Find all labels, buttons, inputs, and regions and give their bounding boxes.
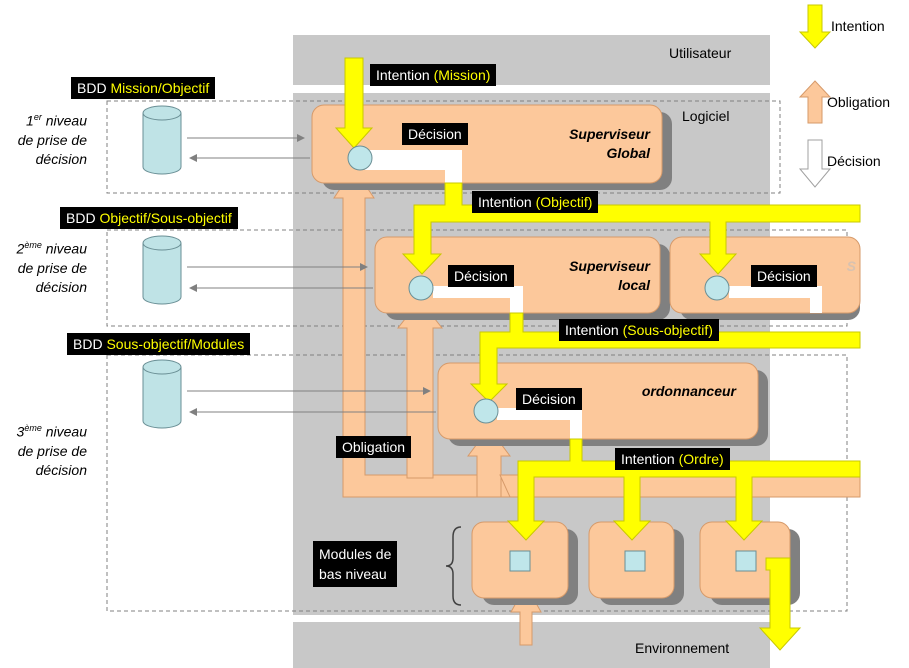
global-decision-node [347,145,373,171]
legend-decision-label: Décision [827,153,881,169]
intention-ordre-label: Intention (Ordre) [615,448,730,470]
scheduler-decision-node [473,398,499,424]
global-decision-label: Décision [402,123,468,145]
module3-node [735,550,757,572]
legend-intention-label: Intention [831,18,885,34]
db-mission-objectif-icon [142,105,182,175]
level1-frame [106,100,781,194]
intention-sous-objectif-label: Intention (Sous-objectif) [559,319,719,341]
scheduler-title: ordonnanceur [641,383,736,399]
db-sous-objectif-modules-label: BDD Sous-objectif/Modules [67,333,251,355]
intention-mission-label: Intention (Mission) [370,64,497,86]
decision-nodes [347,145,757,572]
legend-obligation-label: Obligation [827,94,891,110]
local-supervisor-2-title: S [846,258,856,274]
decision-paths [365,150,822,439]
local-decision-node [408,275,434,301]
legend-decision-arrow-icon [798,139,832,188]
blocks [311,104,861,605]
db-objectif-sous-objectif-label: BDD Objectif/Sous-objectif [60,207,238,229]
local2-decision-label: Décision [751,265,817,287]
user-region-label: Utilisateur [669,45,732,61]
db-connectors [187,134,436,416]
module2-node [624,550,646,572]
local2-decision-node [704,275,730,301]
db-mission-objectif-label: BDD Mission/Objectif [71,77,216,99]
environment-region-label: Environnement [635,640,730,656]
scheduler-decision-label: Décision [516,388,582,410]
legend-intention-arrow-icon [798,4,832,49]
obligation-arrows [333,167,861,646]
databases [142,105,182,429]
modules-brace [445,526,462,606]
local-decision-label: Décision [448,265,514,287]
legend-obligation-arrow-icon [798,80,832,124]
software-region-label: Logiciel [682,108,730,124]
obligation-label: Obligation [336,436,412,458]
module1-node [509,550,531,572]
db-objectif-sous-objectif-icon [142,235,182,305]
intention-objectif-label: Intention (Objectif) [472,191,599,213]
db-sous-objectif-modules-icon [142,359,182,429]
